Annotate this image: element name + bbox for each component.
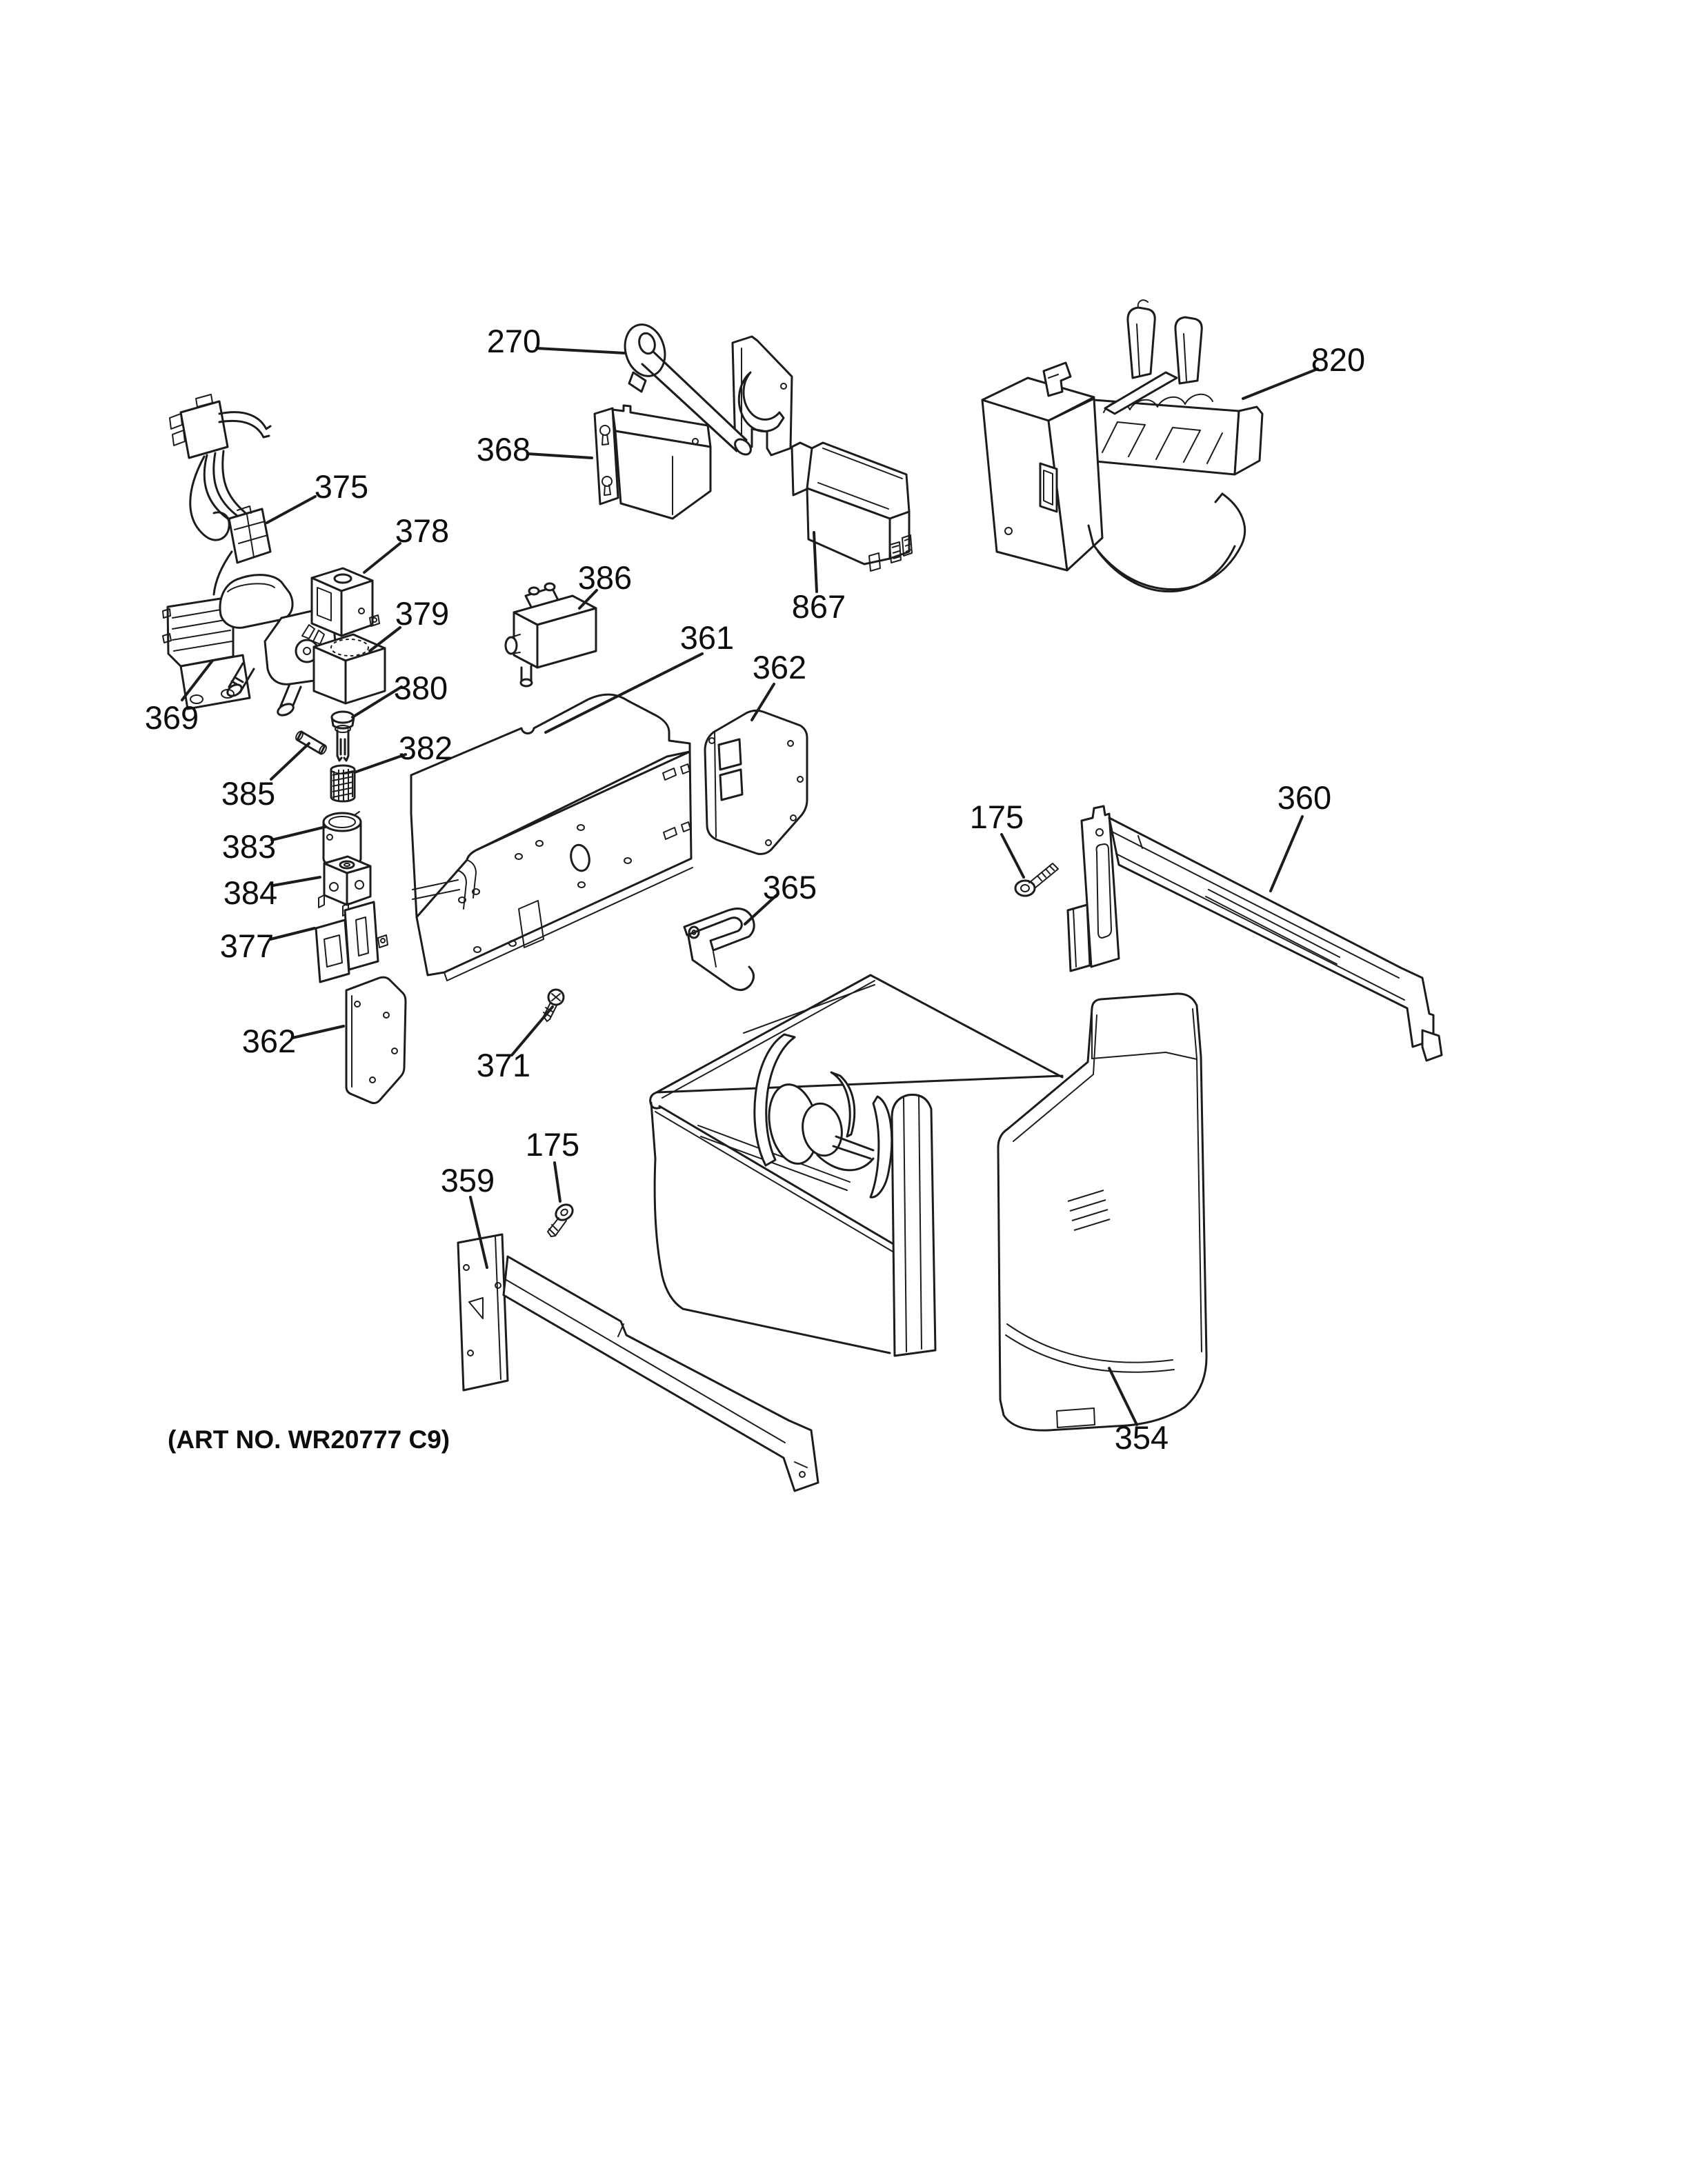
callout-362-lower: 362 bbox=[242, 1023, 296, 1059]
callout-369: 369 bbox=[145, 699, 199, 736]
callout-377: 377 bbox=[220, 928, 274, 964]
callout-386: 386 bbox=[578, 559, 632, 596]
part-175-screw-upper bbox=[1014, 863, 1059, 897]
callout-378: 378 bbox=[395, 512, 449, 549]
leader-lines bbox=[181, 347, 1319, 1426]
leader-385 bbox=[270, 742, 310, 781]
callout-383: 383 bbox=[222, 828, 276, 865]
part-359-slide-rail-left bbox=[457, 1233, 819, 1492]
leader-378 bbox=[363, 542, 401, 574]
part-362-side-plate-lower bbox=[345, 976, 407, 1105]
leader-379 bbox=[368, 626, 401, 652]
callout-362-upper: 362 bbox=[753, 649, 806, 685]
leader-383 bbox=[270, 825, 327, 841]
part-382-spring bbox=[330, 764, 356, 803]
callout-820: 820 bbox=[1311, 341, 1365, 378]
leader-270 bbox=[535, 347, 626, 354]
callout-385: 385 bbox=[221, 775, 275, 812]
callout-360: 360 bbox=[1278, 779, 1331, 816]
leader-359 bbox=[469, 1196, 488, 1269]
leader-386 bbox=[578, 589, 598, 610]
part-368-fill-tube-bracket bbox=[593, 335, 793, 520]
callout-380: 380 bbox=[394, 670, 448, 706]
leader-362-lower bbox=[291, 1025, 345, 1039]
callout-361: 361 bbox=[680, 619, 734, 656]
leader-369 bbox=[181, 659, 214, 701]
part-365-retainer-clip bbox=[683, 908, 755, 991]
part-361-dispenser-housing bbox=[410, 693, 693, 981]
callout-270: 270 bbox=[487, 323, 541, 359]
leader-368 bbox=[526, 452, 593, 459]
part-384-bearing-block bbox=[318, 855, 372, 916]
part-371-screw bbox=[543, 988, 565, 1022]
part-385-roll-pin bbox=[295, 730, 327, 755]
leader-360 bbox=[1269, 815, 1304, 892]
leader-362-upper bbox=[750, 683, 775, 721]
leader-377 bbox=[269, 927, 316, 941]
part-867-fill-cup bbox=[791, 441, 913, 572]
leader-175-lower bbox=[553, 1161, 561, 1203]
part-378-dispenser-solenoid bbox=[301, 567, 380, 645]
leader-382 bbox=[353, 753, 407, 774]
callout-371: 371 bbox=[477, 1047, 530, 1083]
part-379-solenoid-guide bbox=[312, 633, 386, 705]
part-375-wire-harness bbox=[169, 394, 272, 596]
callout-175-lower: 175 bbox=[526, 1126, 579, 1163]
leader-380 bbox=[351, 685, 403, 719]
part-175-screw-lower bbox=[547, 1203, 574, 1237]
callout-384: 384 bbox=[223, 874, 277, 911]
part-360-slide-rail-right bbox=[1066, 805, 1443, 1062]
part-386-water-valve bbox=[504, 582, 597, 688]
callout-175-upper: 175 bbox=[970, 799, 1024, 835]
callout-382: 382 bbox=[399, 730, 453, 766]
callout-365: 365 bbox=[763, 869, 817, 905]
leader-354 bbox=[1108, 1367, 1138, 1426]
part-270-fill-tube bbox=[624, 323, 752, 456]
part-377-mounting-bracket bbox=[315, 901, 388, 983]
leader-384 bbox=[272, 876, 321, 887]
callout-375: 375 bbox=[315, 468, 368, 505]
callout-labels: 270 368 867 820 375 378 379 386 369 380 … bbox=[145, 323, 1365, 1456]
part-362-side-plate-upper bbox=[704, 709, 808, 855]
leader-867 bbox=[813, 531, 818, 593]
leader-375 bbox=[266, 495, 317, 524]
callout-359: 359 bbox=[441, 1162, 495, 1199]
leader-175-upper bbox=[1000, 833, 1025, 879]
callout-368: 368 bbox=[477, 431, 530, 468]
part-820-icemaker-assembly bbox=[981, 299, 1264, 592]
leader-365 bbox=[744, 892, 779, 925]
callout-379: 379 bbox=[395, 595, 449, 632]
leader-361 bbox=[544, 652, 704, 734]
callout-867: 867 bbox=[792, 588, 846, 625]
part-380-shut-off-pin bbox=[330, 710, 355, 762]
leader-820 bbox=[1242, 368, 1319, 400]
part-354-ice-bucket bbox=[649, 974, 1208, 1432]
part-369-auger-motor bbox=[162, 574, 338, 717]
leader-371 bbox=[510, 1005, 554, 1056]
art-no-text: (ART NO. WR20777 C9) bbox=[168, 1425, 450, 1454]
part-383-bearing bbox=[322, 811, 362, 869]
callout-354: 354 bbox=[1115, 1419, 1169, 1456]
